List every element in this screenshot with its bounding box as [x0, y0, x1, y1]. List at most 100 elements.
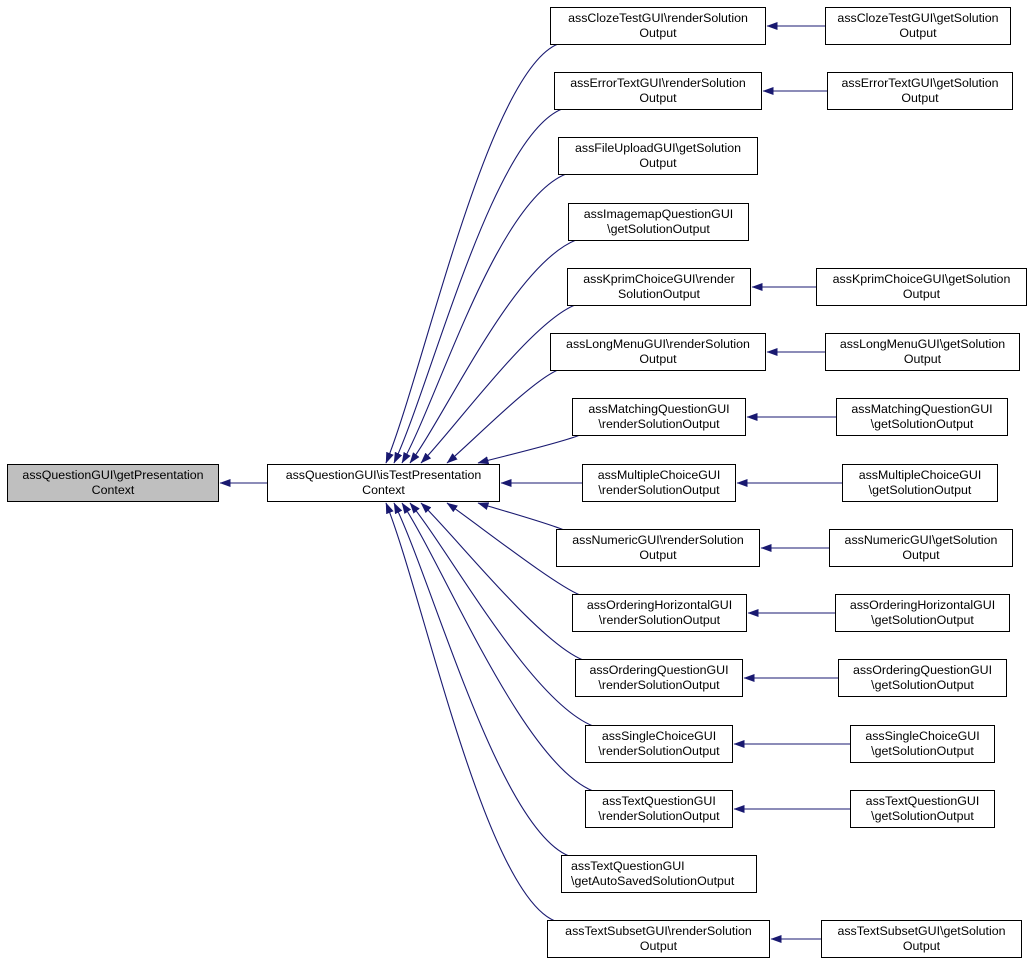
edge-ordering-question-render-solution-output-to-is-test-presentation-context: [420, 502, 584, 661]
node-label-line: \renderSolutionOutput: [598, 678, 720, 692]
node-label-line: \renderSolutionOutput: [598, 744, 720, 758]
node-ordering-horizontal-get-solution-output[interactable]: assOrderingHorizontalGUI\getSolutionOutp…: [835, 594, 1010, 632]
node-ordering-question-get-solution-output[interactable]: assOrderingQuestionGUI\getSolutionOutput: [838, 659, 1007, 697]
node-label-line: Output: [903, 352, 942, 366]
node-text-question-auto-saved-solution-output[interactable]: assTextQuestionGUI\getAutoSavedSolutionO…: [561, 855, 757, 893]
node-label-line: assLongMenuGUI\getSolution: [839, 337, 1006, 351]
node-label-line: Output: [639, 548, 677, 562]
node-label-line: \getSolutionOutput: [871, 613, 974, 627]
node-label-line: \getAutoSavedSolutionOutput: [571, 874, 735, 888]
node-label-line: assErrorTextGUI\getSolution: [841, 76, 999, 90]
node-label-line: SolutionOutput: [618, 287, 700, 301]
node-label-line: Output: [902, 548, 940, 562]
node-label-line: assMultipleChoiceGUI: [597, 468, 721, 482]
node-label-line: assNumericGUI\getSolution: [844, 533, 998, 547]
node-label-line: assTextSubsetGUI\renderSolution: [565, 924, 752, 938]
node-label-line: assOrderingQuestionGUI: [852, 663, 993, 677]
edge-single-choice-render-solution-output-to-is-test-presentation-context: [409, 502, 594, 727]
node-label-line: \renderSolutionOutput: [598, 417, 720, 431]
node-matching-render-solution-output[interactable]: assMatchingQuestionGUI\renderSolutionOut…: [572, 398, 746, 436]
node-label-line: \renderSolutionOutput: [598, 483, 720, 497]
node-label-line: Output: [639, 156, 677, 170]
node-label-line: assTextQuestionGUI: [865, 794, 980, 808]
node-label-line: assErrorTextGUI\renderSolution: [570, 76, 746, 90]
node-label-line: \renderSolutionOutput: [598, 809, 720, 823]
node-label-line: assImagemapQuestionGUI: [583, 207, 734, 221]
node-label-line: \getSolutionOutput: [871, 744, 974, 758]
node-text-question-get-solution-output[interactable]: assTextQuestionGUI\getSolutionOutput: [850, 790, 995, 828]
node-label-line: assTextQuestionGUI: [571, 859, 685, 873]
node-label-line: assOrderingHorizontalGUI: [586, 598, 733, 612]
node-label-line: Output: [639, 939, 678, 953]
node-label-line: assClozeTestGUI\getSolution: [837, 11, 999, 25]
node-multiple-choice-render-solution-output[interactable]: assMultipleChoiceGUI\renderSolutionOutpu…: [582, 464, 736, 502]
node-label-line: assFileUploadGUI\getSolution: [575, 141, 741, 155]
node-label-line: \getSolutionOutput: [607, 222, 710, 236]
edge-file-upload-get-solution-output-to-is-test-presentation-context: [401, 173, 567, 464]
node-label-line: Output: [639, 352, 677, 366]
edge-imagemap-get-solution-output-to-is-test-presentation-context: [409, 239, 577, 464]
node-label-line: assOrderingQuestionGUI: [589, 663, 729, 677]
node-single-choice-get-solution-output[interactable]: assSingleChoiceGUI\getSolutionOutput: [850, 725, 995, 763]
edge-text-question-auto-saved-solution-output-to-is-test-presentation-context: [393, 502, 570, 857]
node-label-line: Output: [899, 26, 937, 40]
node-ordering-horizontal-render-solution-output[interactable]: assOrderingHorizontalGUI\renderSolutionO…: [572, 594, 747, 632]
edge-numeric-render-solution-output-to-is-test-presentation-context: [477, 502, 565, 531]
node-label-line: assMatchingQuestionGUI: [588, 402, 730, 416]
node-label-line: Output: [639, 26, 677, 40]
edge-long-menu-render-solution-output-to-is-test-presentation-context: [446, 369, 559, 464]
edge-cloze-test-render-solution-output-to-is-test-presentation-context: [385, 43, 559, 464]
node-label-line: \getSolutionOutput: [871, 809, 974, 823]
node-label-line: assSingleChoiceGUI: [601, 729, 717, 743]
edge-text-subset-render-solution-output-to-is-test-presentation-context: [385, 502, 556, 922]
node-label-line: \renderSolutionOutput: [598, 613, 721, 627]
node-label-line: assKprimChoiceGUI\render: [583, 272, 735, 286]
node-label-line: assKprimChoiceGUI\getSolution: [832, 272, 1011, 286]
node-label-line: Output: [902, 939, 941, 953]
node-single-choice-render-solution-output[interactable]: assSingleChoiceGUI\renderSolutionOutput: [585, 725, 733, 763]
node-label-line: assLongMenuGUI\renderSolution: [566, 337, 750, 351]
node-label-line: assQuestionGUI\isTestPresentation: [285, 468, 482, 482]
node-label-line: assSingleChoiceGUI: [865, 729, 980, 743]
node-text-question-render-solution-output[interactable]: assTextQuestionGUI\renderSolutionOutput: [585, 790, 733, 828]
edge-ordering-horizontal-render-solution-output-to-is-test-presentation-context: [446, 502, 581, 596]
node-label-line: \getSolutionOutput: [870, 417, 974, 431]
node-matching-get-solution-output[interactable]: assMatchingQuestionGUI\getSolutionOutput: [836, 398, 1008, 436]
node-label-line: Context: [91, 483, 135, 497]
node-label-line: Output: [902, 287, 941, 301]
edge-matching-render-solution-output-to-is-test-presentation-context: [477, 434, 581, 465]
node-label-line: assClozeTestGUI\renderSolution: [568, 11, 748, 25]
node-label-line: assNumericGUI\renderSolution: [572, 533, 744, 547]
node-label-line: \getSolutionOutput: [868, 483, 972, 497]
node-label-line: assTextQuestionGUI: [602, 794, 716, 808]
node-label-line: assMultipleChoiceGUI: [858, 468, 982, 482]
node-label-line: Context: [362, 483, 405, 497]
node-label-line: assOrderingHorizontalGUI: [849, 598, 996, 612]
node-multiple-choice-get-solution-output[interactable]: assMultipleChoiceGUI\getSolutionOutput: [842, 464, 998, 502]
node-imagemap-get-solution-output[interactable]: assImagemapQuestionGUI\getSolutionOutput: [568, 203, 749, 241]
node-label-line: assMatchingQuestionGUI: [851, 402, 993, 416]
edge-text-question-render-solution-output-to-is-test-presentation-context: [401, 502, 594, 792]
node-ordering-question-render-solution-output[interactable]: assOrderingQuestionGUI\renderSolutionOut…: [575, 659, 743, 697]
node-label-line: assTextSubsetGUI\getSolution: [837, 924, 1006, 938]
node-label-line: \getSolutionOutput: [871, 678, 974, 692]
edge-error-text-render-solution-output-to-is-test-presentation-context: [393, 108, 563, 464]
node-label-line: Output: [639, 91, 677, 105]
